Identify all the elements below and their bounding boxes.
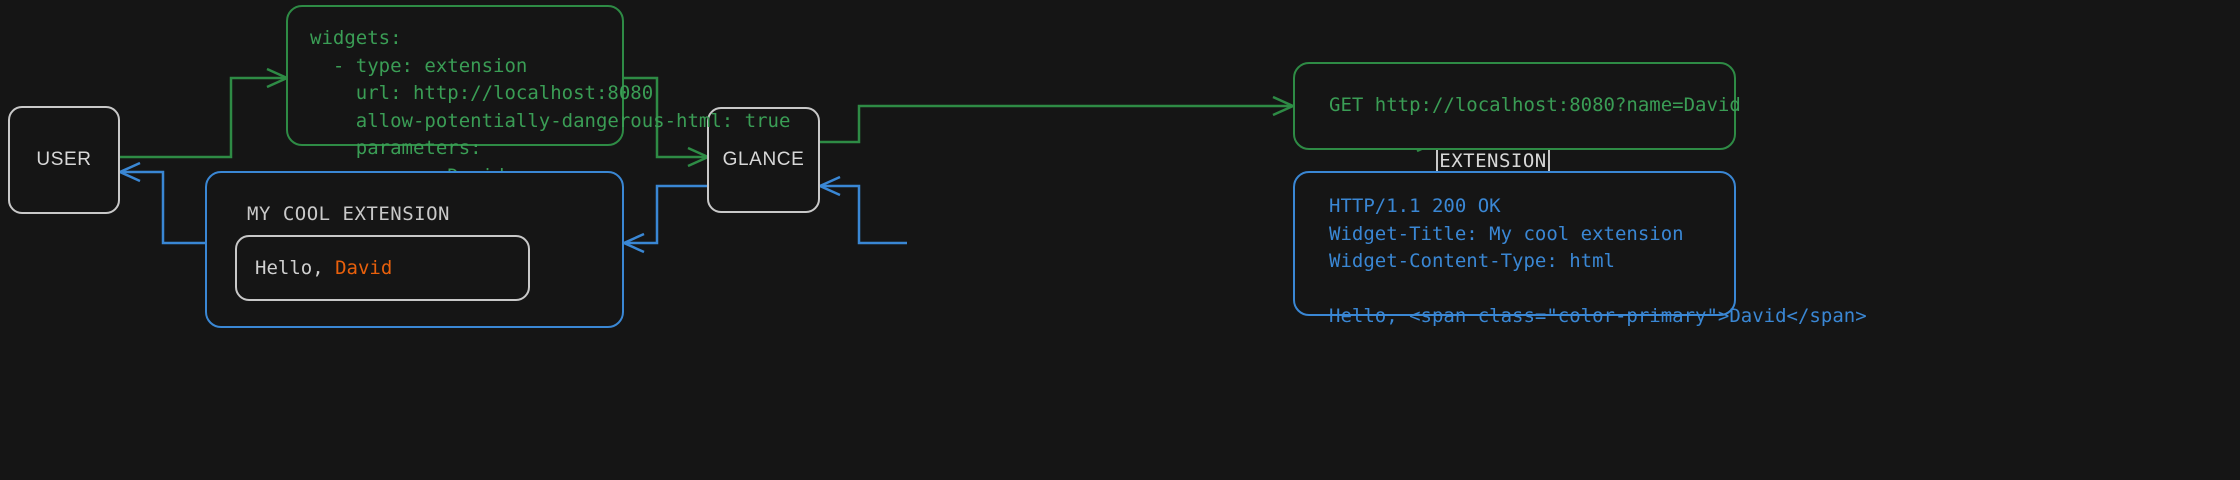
rendered-widget-title: MY COOL EXTENSION [247, 203, 450, 225]
rendered-widget-greeting: Hello, [255, 257, 336, 279]
node-glance[interactable]: GLANCE [707, 107, 820, 213]
edge-user-to-config [120, 67, 291, 159]
edge-glance-to-request [820, 95, 1297, 144]
edge-glance-to-widget [620, 184, 707, 254]
node-user[interactable]: USER [8, 106, 120, 214]
rendered-widget-body: Hello, David [237, 257, 392, 279]
node-extension-label: EXTENSION [1439, 149, 1547, 172]
edge-widget-to-user [116, 161, 205, 245]
panel-http-request: GET http://localhost:8080?name=David [1293, 62, 1741, 150]
rendered-widget-card: Hello, David [235, 235, 530, 301]
panel-http-response: HTTP/1.1 200 OK Widget-Title: My cool ex… [1293, 171, 1867, 327]
rendered-widget-name: David [335, 257, 393, 279]
node-user-label: USER [36, 149, 92, 170]
http-request-text: GET http://localhost:8080?name=David [1329, 94, 1741, 117]
panel-rendered-widget: MY COOL EXTENSION Hello, David [205, 171, 624, 328]
edge-response-to-glance [816, 175, 907, 245]
config-yaml-text: widgets: - type: extension url: http://l… [310, 27, 790, 187]
http-response-text: HTTP/1.1 200 OK Widget-Title: My cool ex… [1329, 195, 1867, 328]
node-glance-label: GLANCE [722, 149, 805, 170]
panel-config: widgets: - type: extension url: http://l… [286, 5, 790, 187]
